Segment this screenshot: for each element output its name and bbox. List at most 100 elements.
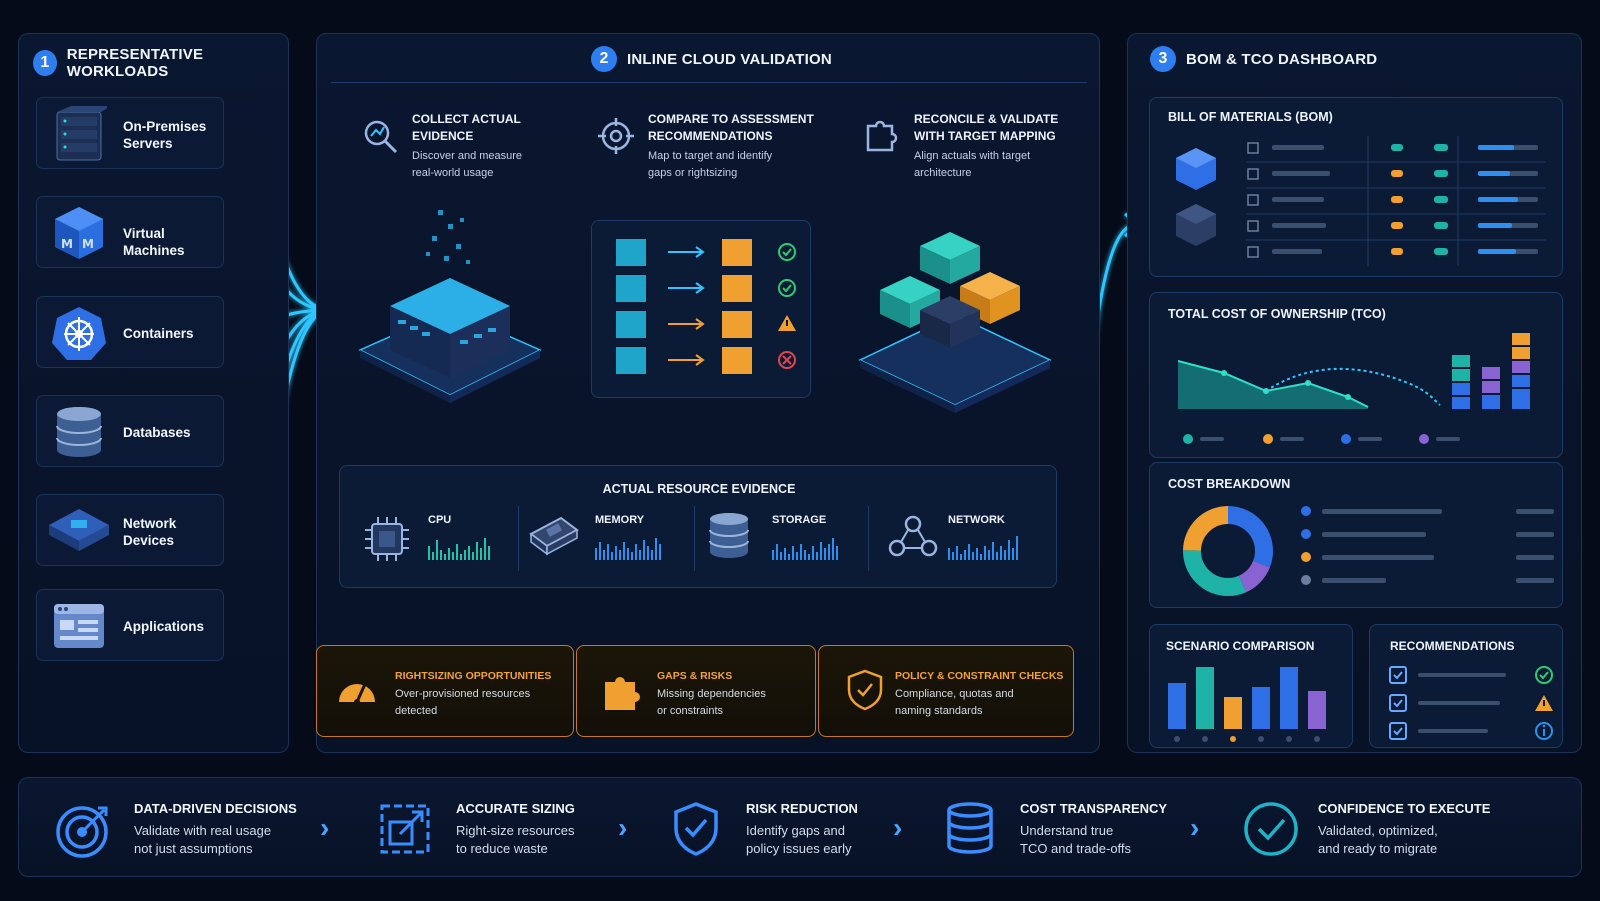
- check-title: GAPS & RISKS: [657, 670, 733, 682]
- cpu-chip-icon: [365, 517, 409, 561]
- validation-header: 2 INLINE CLOUD VALIDATION: [591, 46, 832, 72]
- workload-label: Databases: [123, 424, 191, 441]
- network-nodes-icon: [888, 515, 938, 557]
- check-text: RIGHTSIZING OPPORTUNITIES Over-provision…: [395, 670, 551, 720]
- puzzle-piece-icon: [605, 677, 640, 710]
- mapping-box: [591, 220, 811, 398]
- benefit-title: DATA-DRIVEN DECISIONS: [134, 801, 297, 816]
- workload-applications[interactable]: Applications: [36, 589, 224, 661]
- coin-stack-icon: [947, 802, 993, 854]
- check-desc: or constraints: [657, 705, 724, 717]
- header-divider: [331, 82, 1087, 83]
- recommendation-rows: [1389, 666, 1553, 740]
- step-badge-1: 1: [33, 50, 57, 76]
- benefit-confidence: CONFIDENCE TO EXECUTE Validated, optimiz…: [1318, 801, 1490, 858]
- scenario-title: SCENARIO COMPARISON: [1166, 639, 1315, 653]
- recommendations-card: RECOMMENDATIONS: [1369, 624, 1563, 748]
- workload-line2: Servers: [123, 136, 173, 151]
- chevron-right-icon: ›: [320, 812, 330, 843]
- scenario-bars: [1168, 667, 1326, 742]
- network-sparkbars: [948, 536, 1018, 560]
- step-desc: architecture: [914, 167, 972, 179]
- check-card-rightsizing[interactable]: RIGHTSIZING OPPORTUNITIES Over-provision…: [316, 645, 574, 737]
- step-title: COMPARE TO ASSESSMENT: [648, 112, 814, 126]
- benefit-desc: not just assumptions: [134, 841, 253, 856]
- step-desc: real-world usage: [412, 167, 494, 179]
- workload-label: On-Premises Servers: [123, 118, 206, 152]
- check-desc: Compliance, quotas and: [895, 688, 1014, 700]
- workload-label: Virtual Machines: [123, 225, 223, 259]
- check-card-policy[interactable]: POLICY & CONSTRAINT CHECKS Compliance, q…: [818, 645, 1074, 737]
- dashboard-header: 3 BOM & TCO DASHBOARD: [1150, 46, 1377, 72]
- evidence-label: NETWORK: [948, 514, 1005, 526]
- evidence-label: CPU: [428, 514, 452, 526]
- puzzle-icon: [866, 120, 898, 152]
- shield-icon: [674, 802, 718, 856]
- database-icon: [56, 407, 102, 457]
- evidence-title: ACTUAL RESOURCE EVIDENCE: [602, 482, 796, 496]
- storage-sparkbars: [772, 538, 838, 560]
- benefit-desc: Right-size resources: [456, 823, 575, 838]
- divider: [868, 506, 869, 571]
- workload-databases[interactable]: Databases: [36, 395, 224, 467]
- svg-text:M: M: [61, 237, 73, 251]
- check-title: RIGHTSIZING OPPORTUNITIES: [395, 670, 552, 682]
- chevron-right-icon: ›: [618, 812, 628, 843]
- benefits-strip: [18, 777, 1582, 877]
- workload-virtual-machines[interactable]: M M Virtual Machines: [36, 196, 224, 268]
- divider: [694, 506, 695, 571]
- network-switch-icon: [49, 509, 109, 551]
- shield-check-icon: [847, 669, 883, 711]
- step-title: WITH TARGET MAPPING: [914, 129, 1056, 143]
- benefit-cost-transparency: COST TRANSPARENCY Understand true TCO an…: [1020, 801, 1167, 858]
- memory-sparkbars: [595, 538, 661, 560]
- evidence-label: MEMORY: [595, 514, 645, 526]
- benefit-accurate-sizing: ACCURATE SIZING Right-size resources to …: [456, 801, 575, 858]
- step-title: RECONCILE & VALIDATE: [914, 112, 1059, 126]
- divider: [518, 506, 519, 571]
- step-collect: COLLECT ACTUAL EVIDENCE Discover and mea…: [412, 112, 522, 182]
- check-card-gaps[interactable]: GAPS & RISKS Missing dependencies or con…: [576, 645, 816, 737]
- kubernetes-helm-icon: [52, 307, 106, 360]
- storage-disk-icon: [709, 513, 749, 558]
- benefit-desc: Validate with real usage: [134, 823, 272, 838]
- target-icon: [56, 806, 108, 858]
- check-text: POLICY & CONSTRAINT CHECKS Compliance, q…: [895, 670, 1063, 720]
- workload-on-prem-servers[interactable]: On-Premises Servers: [36, 97, 224, 169]
- step-title: RECOMMENDATIONS: [648, 129, 773, 143]
- bom-table: [1246, 136, 1546, 266]
- vm-cube-icon: M M: [55, 207, 103, 259]
- check-circle-icon: [1244, 802, 1298, 856]
- check-desc: detected: [395, 705, 438, 717]
- step-desc: Discover and measure: [412, 150, 523, 162]
- check-ok-icon: [778, 279, 796, 297]
- cpu-sparkbars: [428, 538, 490, 560]
- dashboard-title: BOM & TCO DASHBOARD: [1186, 50, 1378, 68]
- tco-card: TOTAL COST OF OWNERSHIP (TCO): [1149, 292, 1563, 458]
- breakdown-legend: [1301, 506, 1554, 585]
- tco-chart: [1178, 333, 1530, 444]
- workload-line1: Network: [123, 516, 177, 531]
- step-desc: gaps or rightsizing: [648, 167, 738, 179]
- rec-ok-icon: [1535, 666, 1553, 684]
- benefit-title: RISK REDUCTION: [746, 801, 858, 816]
- step-reconcile: RECONCILE & VALIDATE WITH TARGET MAPPING…: [914, 112, 1058, 182]
- benefit-title: COST TRANSPARENCY: [1020, 801, 1168, 816]
- benefit-desc: policy issues early: [746, 841, 852, 856]
- datacenter-isometric-icon: [358, 210, 542, 403]
- recommendations-title: RECOMMENDATIONS: [1390, 639, 1515, 653]
- benefit-title: CONFIDENCE TO EXECUTE: [1318, 801, 1491, 816]
- bom-cubes-icon: [1176, 148, 1216, 246]
- workload-line1: Databases: [123, 425, 191, 440]
- benefit-title: ACCURATE SIZING: [456, 801, 575, 816]
- workload-containers[interactable]: Containers: [36, 296, 224, 368]
- bom-title: BILL OF MATERIALS (BOM): [1168, 110, 1333, 124]
- check-desc: Missing dependencies: [657, 688, 766, 700]
- workload-line2: Devices: [123, 533, 175, 548]
- evidence-label: STORAGE: [772, 514, 827, 526]
- workload-network-devices[interactable]: Network Devices: [36, 494, 224, 566]
- step-compare: COMPARE TO ASSESSMENT RECOMMENDATIONS Ma…: [648, 112, 814, 182]
- target-blocks-icon: [858, 232, 1052, 413]
- validation-title: INLINE CLOUD VALIDATION: [627, 50, 832, 68]
- scenario-card: SCENARIO COMPARISON: [1149, 624, 1353, 748]
